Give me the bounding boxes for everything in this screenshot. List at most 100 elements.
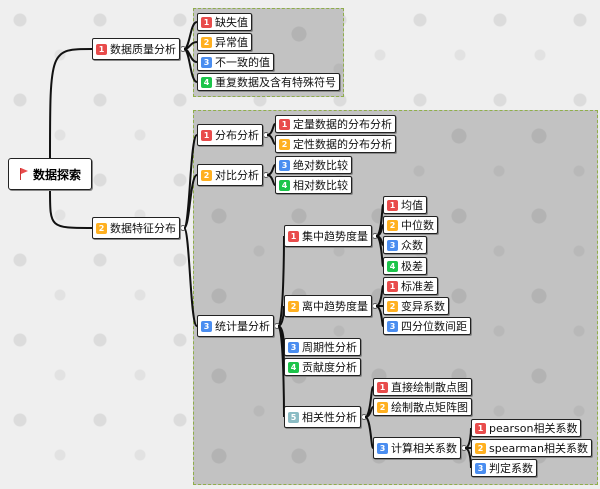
topic-label: 四分位数间距: [401, 320, 467, 333]
connector-line: [375, 305, 384, 327]
topic-label: 数据质量分析: [110, 43, 176, 56]
topic-label: 变异系数: [401, 300, 445, 313]
priority-3-icon: 3: [475, 462, 486, 474]
priority-2-icon: 2: [279, 138, 290, 150]
topic-label: 中位数: [401, 219, 434, 232]
priority-3-icon: 3: [201, 320, 212, 332]
topic-label: 对比分析: [215, 169, 259, 182]
priority-1-icon: 1: [288, 230, 299, 242]
topic-label: pearson相关系数: [489, 422, 578, 435]
priority-2-icon: 2: [96, 222, 107, 234]
connector-line: [183, 134, 198, 229]
topic-label: 标准差: [401, 280, 434, 293]
priority-5-icon: 5: [288, 411, 299, 423]
topic-label: 集中趋势度量: [302, 230, 368, 243]
connector-line: [49, 48, 93, 159]
topic-label: 绝对数比较: [293, 159, 348, 172]
priority-1-icon: 1: [475, 422, 486, 434]
priority-1-icon: 1: [201, 129, 212, 141]
topic-label: 不一致的值: [215, 56, 270, 69]
connector-line: [375, 235, 384, 267]
topic-label: 统计量分析: [215, 320, 270, 333]
priority-4-icon: 4: [201, 76, 212, 88]
priority-3-icon: 3: [377, 442, 388, 454]
priority-3-icon: 3: [279, 159, 290, 171]
topic-label: 极差: [401, 260, 423, 273]
topic-label: 缺失值: [215, 16, 248, 29]
connector-line: [277, 325, 285, 418]
topic-label: 重复数据及含有特殊符号: [215, 76, 336, 89]
priority-1-icon: 1: [201, 16, 212, 28]
topic-label: 分布分析: [215, 129, 259, 142]
connector-line: [183, 174, 198, 229]
priority-2-icon: 2: [201, 36, 212, 48]
priority-1-icon: 1: [377, 381, 388, 393]
priority-2-icon: 2: [387, 300, 398, 312]
topic-label: 数据特征分布: [110, 222, 176, 235]
connector-line: [364, 386, 374, 418]
priority-4-icon: 4: [288, 361, 299, 373]
connector-line: [49, 189, 93, 229]
priority-3-icon: 3: [387, 320, 398, 332]
topic-label: 贡献度分析: [302, 361, 357, 374]
priority-2-icon: 2: [201, 169, 212, 181]
priority-1-icon: 1: [96, 43, 107, 55]
topic-label: 定量数据的分布分析: [293, 118, 392, 131]
root-topic[interactable]: 数据探索: [8, 158, 92, 190]
priority-3-icon: 3: [387, 239, 398, 251]
priority-1-icon: 1: [279, 118, 290, 130]
topic-label: 定性数据的分布分析: [293, 138, 392, 151]
connector-line: [277, 235, 285, 327]
priority-4-icon: 4: [279, 179, 290, 191]
topic-label: 判定系数: [489, 462, 533, 475]
connector-line: [364, 416, 374, 449]
connector-line: [464, 447, 472, 469]
root-label: 数据探索: [32, 167, 81, 182]
priority-2-icon: 2: [288, 300, 299, 312]
priority-2-icon: 2: [387, 219, 398, 231]
topic-label: 相对数比较: [293, 179, 348, 192]
priority-3-icon: 3: [288, 341, 299, 353]
topic-label: 均值: [401, 199, 423, 212]
priority-2-icon: 2: [475, 442, 486, 454]
topic-label: 直接绘制散点图: [391, 381, 468, 394]
connector-line: [266, 174, 276, 186]
priority-1-icon: 1: [387, 280, 398, 292]
connector-line: [183, 41, 198, 50]
topic-label: spearman相关系数: [489, 442, 588, 455]
connector-line: [183, 48, 198, 83]
topic-label: 周期性分析: [302, 341, 357, 354]
